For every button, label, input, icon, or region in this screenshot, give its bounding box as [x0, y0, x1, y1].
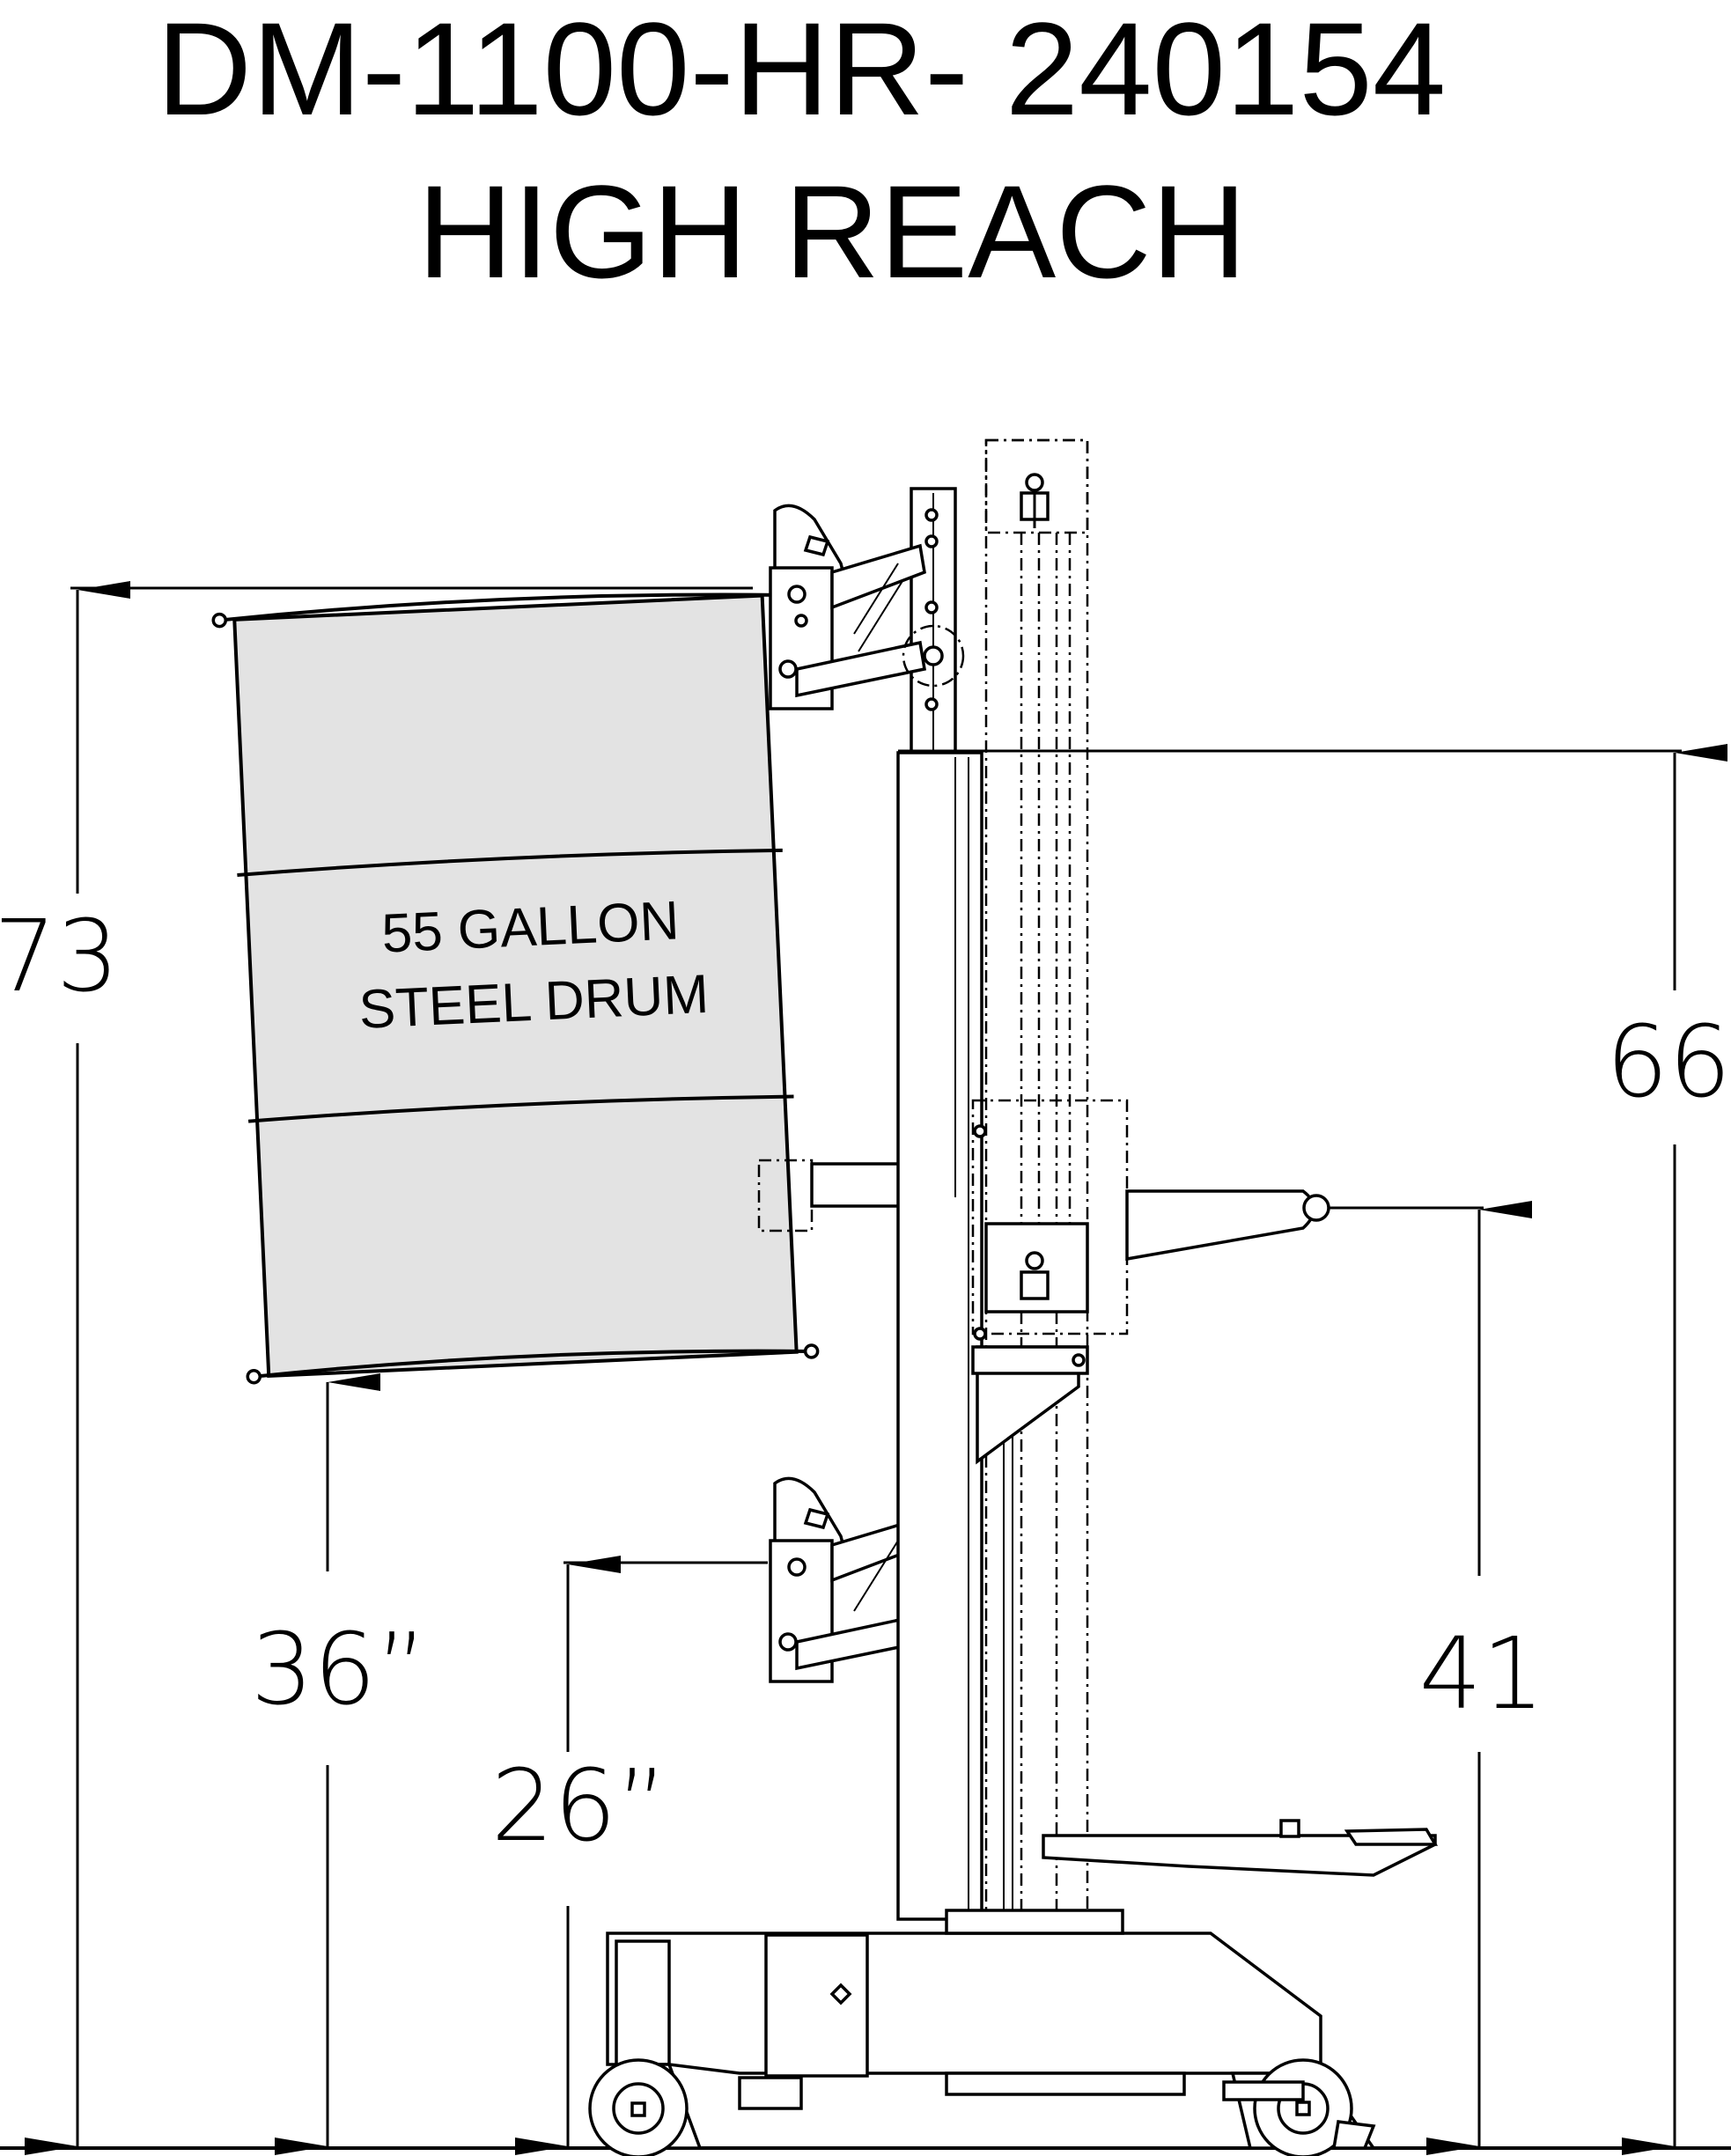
steel-drum: 55 GALLON STEEL DRUM	[211, 587, 820, 1385]
upper-pulley	[902, 624, 965, 688]
dimension-41: 41	[1330, 1201, 1545, 2155]
title-model: DM-1100-HR- 240154	[157, 0, 1447, 143]
top-head-block	[984, 438, 1089, 534]
dimension-41-label: 41	[1419, 1617, 1545, 1732]
dimension-26-label: 26”	[491, 1749, 668, 1864]
drum-lifter-machine	[588, 438, 1439, 2156]
foot-pedal	[1042, 1834, 1437, 1877]
dimension-66-label: 66	[1606, 1005, 1731, 1120]
base-chassis	[606, 1932, 1322, 2075]
dimension-36-label: 36”	[251, 1613, 428, 1727]
mast-carriage	[971, 1099, 1129, 1336]
title-subtitle: HIGH REACH	[417, 158, 1247, 305]
dimension-73: 73	[0, 581, 753, 2155]
dimension-73-label: 73	[0, 900, 119, 1014]
handle-arm	[1125, 1189, 1316, 1262]
drum-label-line1: 55 GALLON	[380, 890, 681, 964]
telescoping-tube	[984, 438, 1089, 1965]
dimension-36: 36”	[251, 1373, 428, 2155]
dimension-26: 26”	[491, 1556, 768, 2155]
handle-knob	[1302, 1194, 1330, 1222]
dimension-66: 66	[898, 744, 1731, 2155]
